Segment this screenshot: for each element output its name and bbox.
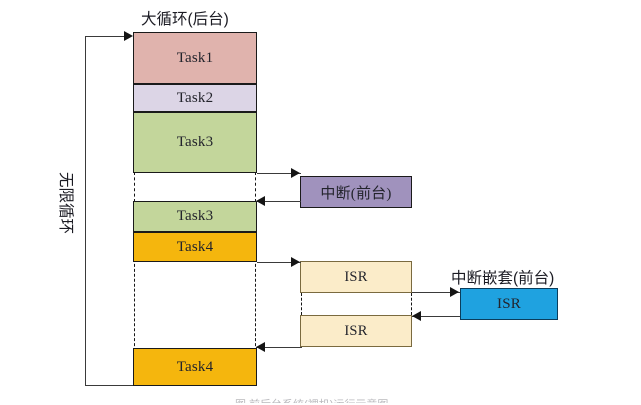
- block-task4-first: Task4: [133, 232, 257, 262]
- arrow-enter-nested-line: [412, 292, 460, 293]
- column-left-dash-2: [134, 254, 135, 356]
- title-main-loop: 大循环(后台): [141, 11, 229, 28]
- column-left-dash-1: [134, 172, 135, 202]
- column-right-dash-1: [255, 172, 256, 202]
- loop-arrow-head-icon: [124, 31, 133, 41]
- block-task3-first: Task3: [133, 112, 257, 173]
- arrow-enter-interrupt-line: [257, 173, 301, 174]
- column-right-dash-2: [255, 254, 256, 356]
- block-interrupt: 中断(前台): [300, 176, 412, 208]
- arrow-enter-interrupt-head-icon: [291, 168, 300, 178]
- arrow-return-isr-line: [256, 347, 302, 348]
- loop-bracket-vertical: [85, 36, 86, 386]
- loop-bracket-bottom-segment: [85, 385, 133, 386]
- block-task1: Task1: [133, 32, 257, 84]
- arrow-enter-isr-head-icon: [291, 257, 300, 267]
- arrow-enter-isr-line: [257, 262, 301, 263]
- title-nested-interrupt: 中断嵌套(前台): [451, 270, 555, 287]
- loop-arrow-top-segment: [85, 36, 126, 37]
- isr-column-left-dash: [301, 293, 302, 315]
- arrow-return-interrupt-head-icon: [256, 196, 265, 206]
- block-task3-second: Task3: [133, 201, 257, 232]
- block-isr-bottom: ISR: [300, 315, 412, 347]
- block-isr-nested: ISR: [460, 288, 558, 320]
- caption-cutoff: 图 前后台系统(裸机)运行示意图: [235, 396, 388, 403]
- block-task2: Task2: [133, 84, 257, 112]
- isr-column-right-dash: [411, 293, 412, 315]
- label-infinite-loop: 无限循环: [57, 172, 74, 235]
- block-isr-top: ISR: [300, 261, 412, 293]
- arrow-return-isr-head-icon: [256, 342, 265, 352]
- block-task4-second: Task4: [133, 348, 257, 386]
- arrow-enter-nested-head-icon: [450, 287, 459, 297]
- arrow-return-nested-head-icon: [412, 311, 421, 321]
- arrow-return-interrupt-line: [256, 201, 301, 202]
- arrow-return-nested-line: [412, 316, 460, 317]
